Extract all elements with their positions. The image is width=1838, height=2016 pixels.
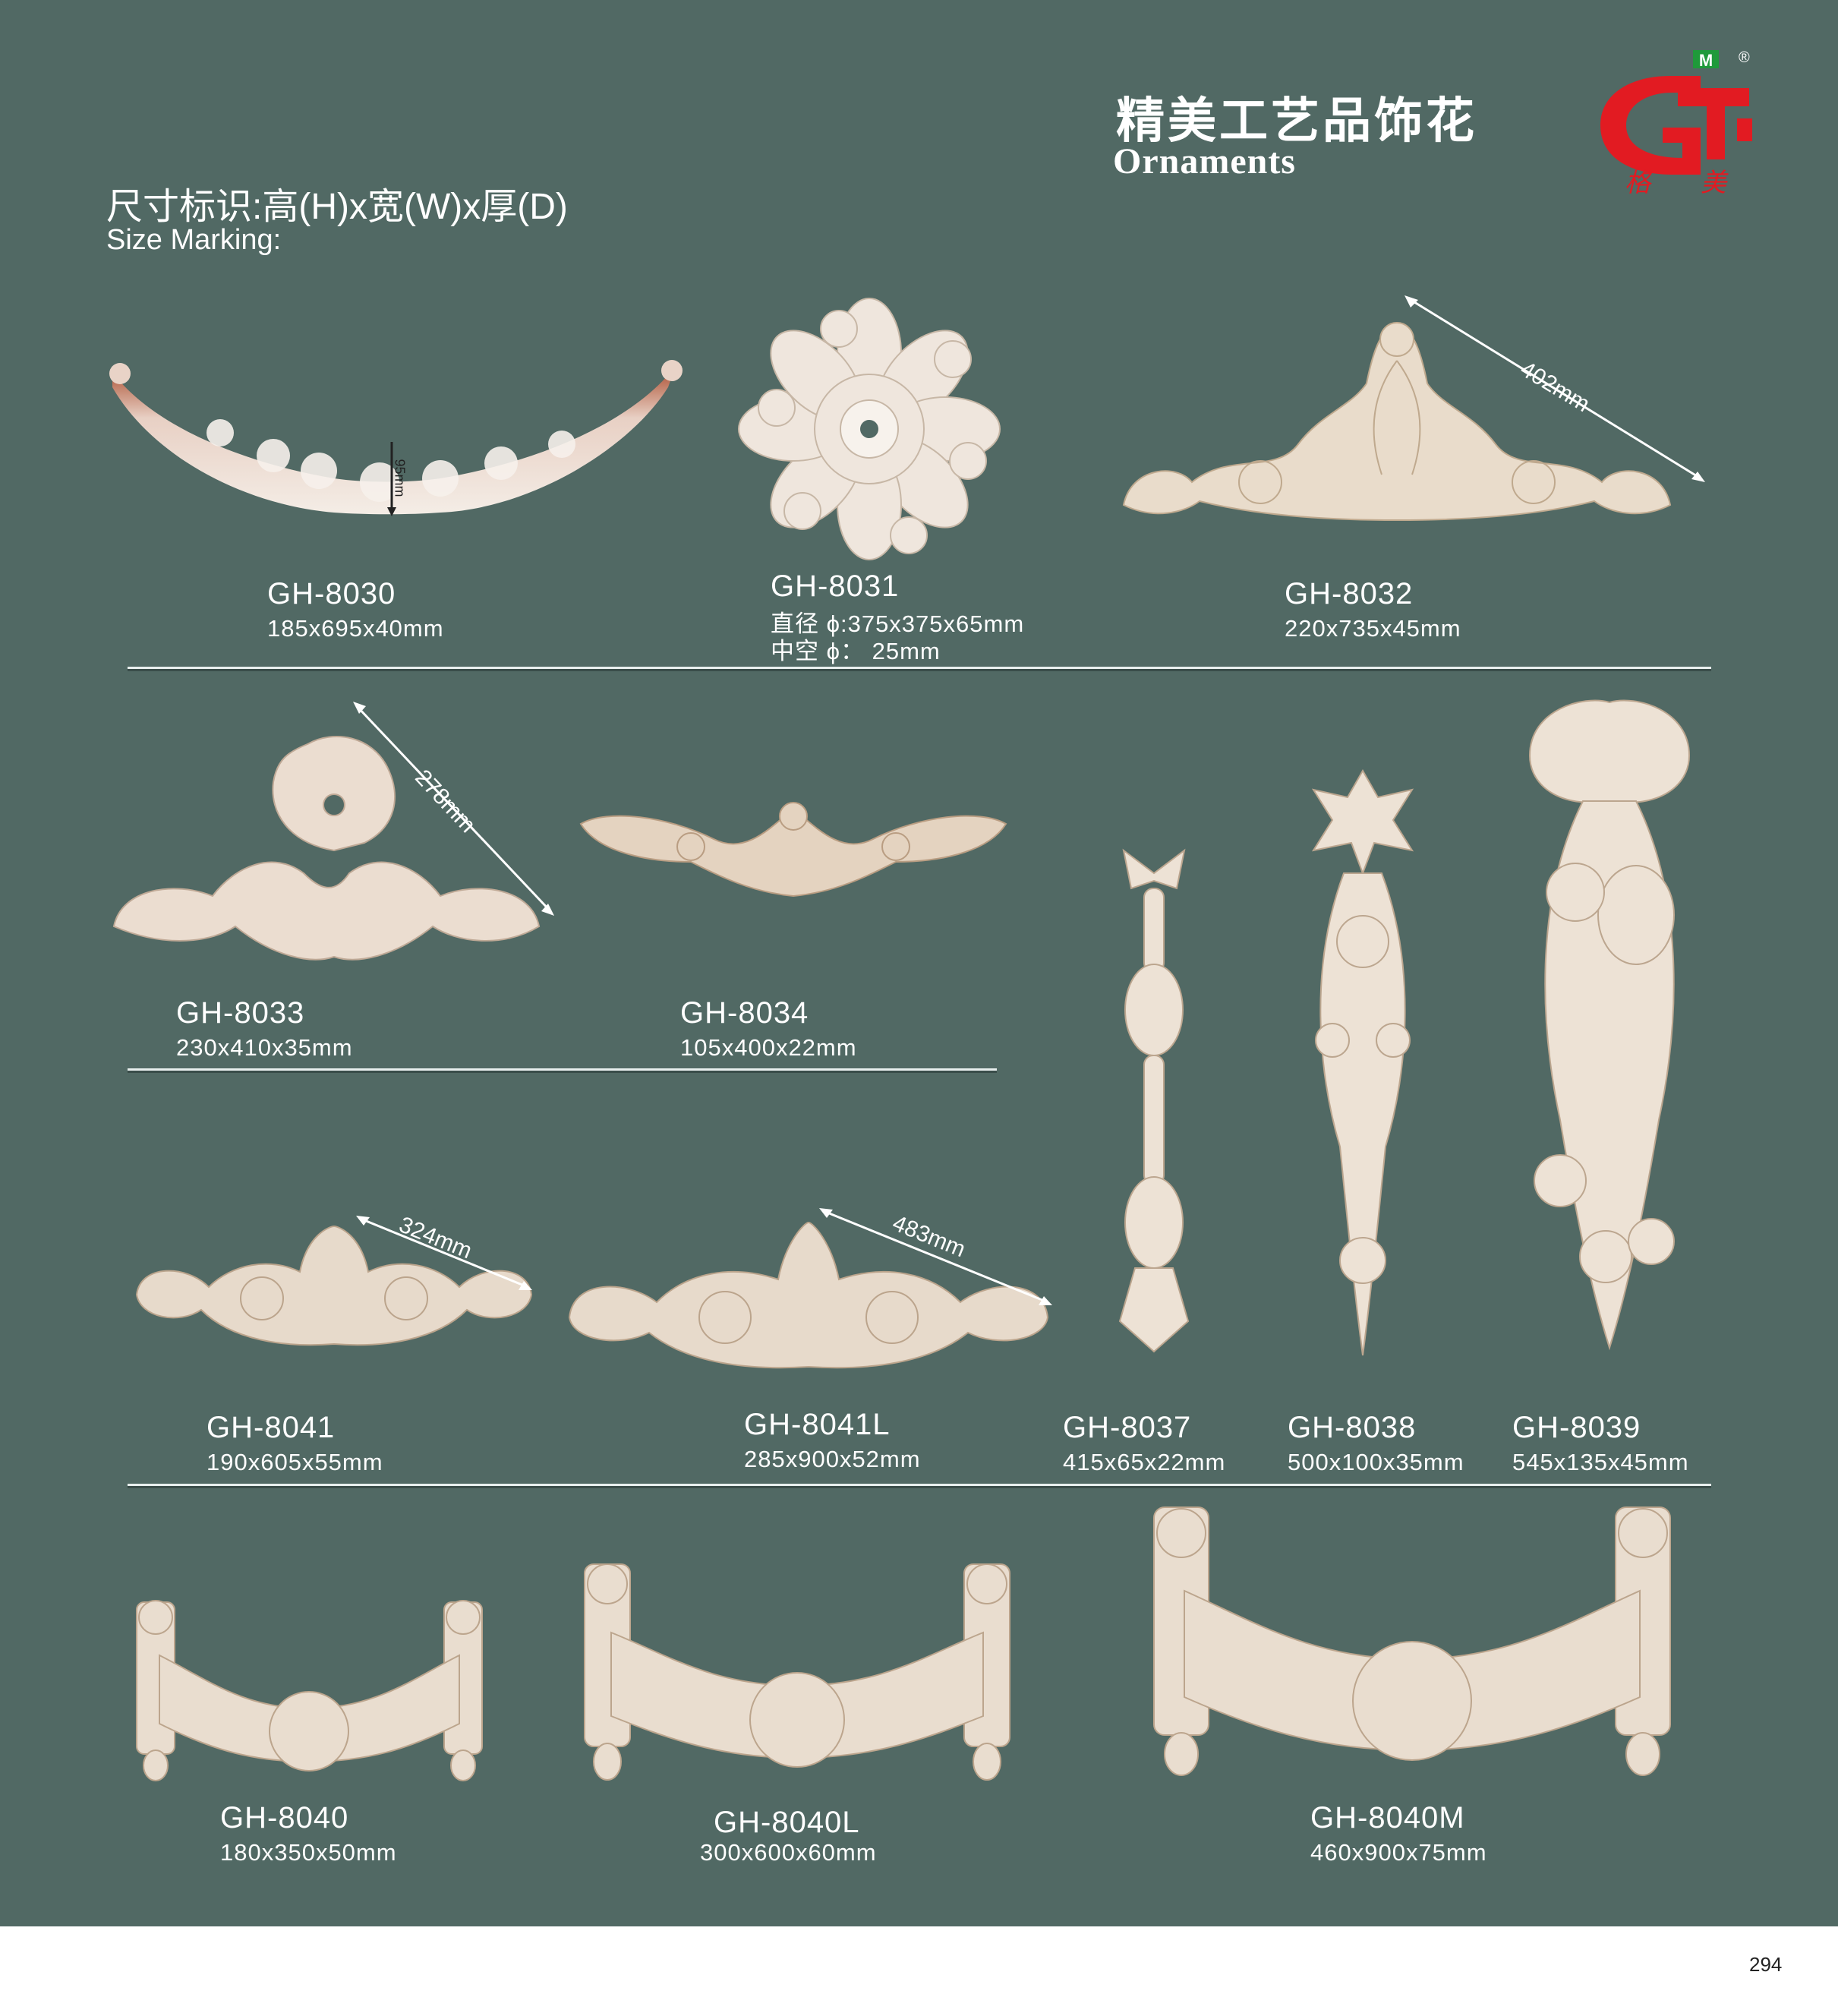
ornament-image-gh-8040l [577, 1557, 1017, 1784]
ornament-image-gh-8041l: 483mm [566, 1204, 1059, 1374]
product-size: 直径 ϕ:375x375x65mm [771, 610, 1025, 637]
product-code: GH-8040M [1310, 1801, 1465, 1835]
section-divider [128, 667, 1711, 669]
svg-text:格: 格 [1625, 168, 1653, 197]
product-size: 190x605x55mm [206, 1449, 383, 1475]
svg-text:M: M [1699, 51, 1713, 70]
ornament-image-gh-8031 [738, 298, 1001, 560]
product-size: 180x350x50mm [220, 1839, 397, 1866]
product-code: GH-8038 [1288, 1411, 1417, 1444]
product-size: 500x100x35mm [1288, 1449, 1464, 1475]
product-size: 545x135x45mm [1512, 1449, 1689, 1475]
product-code: GH-8040L [714, 1806, 860, 1839]
product-size: 415x65x22mm [1063, 1449, 1226, 1475]
product-size: 185x695x40mm [267, 615, 444, 642]
size-marking-title: 尺寸标识:高(H)x宽(W)x厚(D) [106, 187, 568, 227]
product-code: GH-8031 [771, 569, 900, 603]
ornament-image-gh-8033: 278mm [106, 699, 562, 980]
product-code: GH-8041 [206, 1411, 336, 1444]
product-code: GH-8040 [220, 1801, 349, 1835]
size-marking-subtitle: Size Marking: [106, 224, 282, 256]
ornament-image-gh-8038 [1302, 767, 1423, 1359]
product-size: 300x600x60mm [700, 1839, 877, 1866]
section-divider [128, 1484, 1711, 1486]
brand-logo: M ® 格 美 [1587, 46, 1761, 198]
ornament-image-gh-8040m [1146, 1500, 1678, 1784]
ornament-image-gh-8037 [1105, 835, 1203, 1359]
ornament-image-gh-8030: 95mm [106, 357, 683, 524]
page-title-en: Ornaments [1113, 141, 1296, 181]
product-size: 220x735x45mm [1285, 615, 1461, 642]
page-number: 294 [1749, 1953, 1783, 1976]
product-size-hollow: 中空 ϕ： 25mm [771, 638, 941, 664]
ornament-image-gh-8039 [1522, 695, 1697, 1355]
product-code: GH-8034 [680, 996, 809, 1030]
product-code: GH-8032 [1285, 577, 1414, 610]
ornament-image-gh-8041: 324mm [133, 1211, 535, 1359]
product-code: GH-8039 [1512, 1411, 1641, 1444]
svg-text:美: 美 [1701, 168, 1729, 197]
ornament-image-gh-8032: 402mm [1108, 295, 1708, 528]
ornament-image-gh-8034 [577, 793, 1010, 907]
ornament-image-gh-8040 [129, 1595, 490, 1784]
dimension-label: 95mm [392, 459, 408, 497]
product-code: GH-8037 [1063, 1411, 1192, 1444]
product-size: 460x900x75mm [1310, 1839, 1487, 1866]
catalog-panel: 精美工艺品饰花 Ornaments M ® 格 美 尺寸标识:高(H)x宽(W)… [0, 0, 1838, 1926]
svg-text:®: ® [1739, 49, 1750, 66]
section-divider [128, 1068, 997, 1071]
product-code: GH-8033 [176, 996, 305, 1030]
product-size: 285x900x52mm [744, 1446, 921, 1472]
product-size: 105x400x22mm [680, 1034, 857, 1061]
product-code: GH-8030 [267, 577, 396, 610]
product-code: GH-8041L [744, 1408, 891, 1441]
page-title-cn: 精美工艺品饰花 [1116, 93, 1477, 150]
logo-icon: M ® 格 美 [1600, 49, 1752, 198]
product-size: 230x410x35mm [176, 1034, 353, 1061]
